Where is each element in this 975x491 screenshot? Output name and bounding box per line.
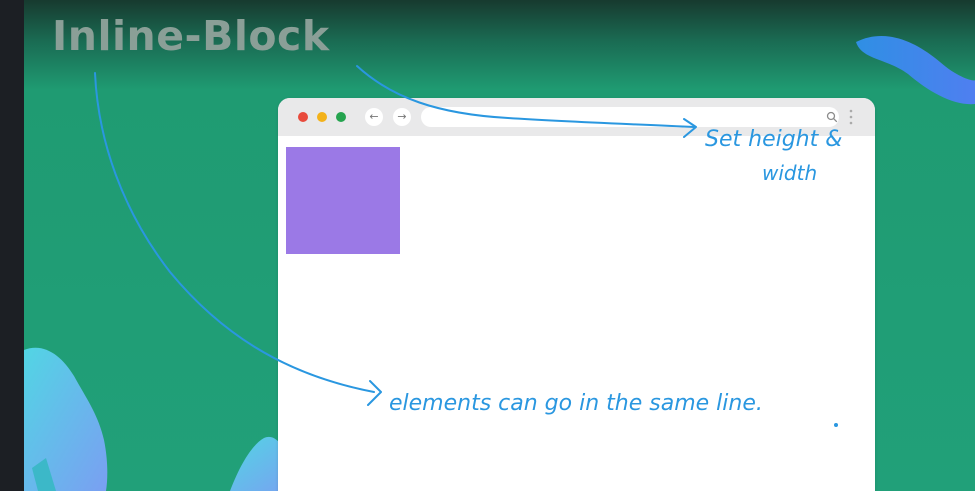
kebab-menu-icon [849,109,853,125]
address-bar [421,107,839,127]
wave-shape-top-right [856,35,975,105]
slide: Inline-Block ← → [24,0,975,491]
window-close-dot [298,112,308,122]
browser-window-mockup: ← → [278,98,875,491]
search-icon [826,111,838,123]
window-maximize-dot [336,112,346,122]
window-minimize-dot [317,112,327,122]
inline-block-element [286,147,400,254]
decorative-shapes [24,35,975,491]
browser-toolbar: ← → [278,98,875,136]
page-title: Inline-Block [52,12,330,60]
blob-shape-bottom-left-dark [32,458,56,491]
blob-shape-bottom-left [24,347,108,491]
arrow-right-icon: → [393,108,411,126]
arrow-left-icon: ← [365,108,383,126]
